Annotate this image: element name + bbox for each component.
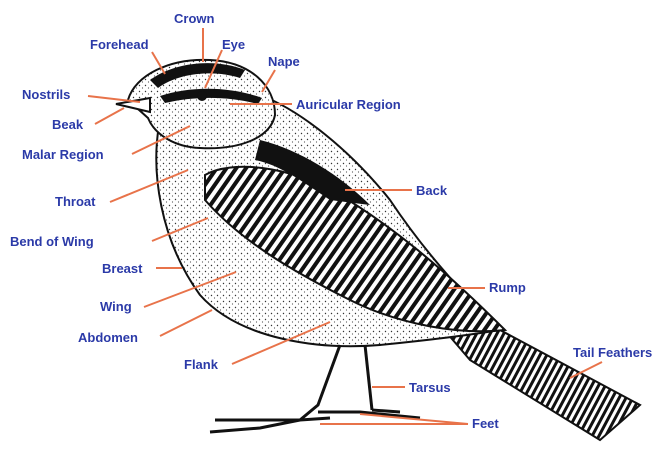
label-bend-of-wing: Bend of Wing — [10, 235, 94, 248]
label-flank: Flank — [184, 358, 218, 371]
label-breast: Breast — [102, 262, 142, 275]
label-eye: Eye — [222, 38, 245, 51]
label-back: Back — [416, 184, 447, 197]
label-tail-feathers: Tail Feathers — [573, 346, 652, 359]
label-rump: Rump — [489, 281, 526, 294]
eye-shape — [197, 91, 207, 101]
label-beak: Beak — [52, 118, 83, 131]
label-malar-region: Malar Region — [22, 148, 104, 161]
legs-and-feet — [210, 345, 420, 432]
label-nostrils: Nostrils — [22, 88, 70, 101]
label-auricular-region: Auricular Region — [296, 98, 401, 111]
label-tarsus: Tarsus — [409, 381, 451, 394]
label-throat: Throat — [55, 195, 95, 208]
label-crown: Crown — [174, 12, 214, 25]
label-abdomen: Abdomen — [78, 331, 138, 344]
label-wing: Wing — [100, 300, 132, 313]
tail-feathers-shape — [440, 325, 640, 440]
label-forehead: Forehead — [90, 38, 149, 51]
label-feet: Feet — [472, 417, 499, 430]
label-nape: Nape — [268, 55, 300, 68]
